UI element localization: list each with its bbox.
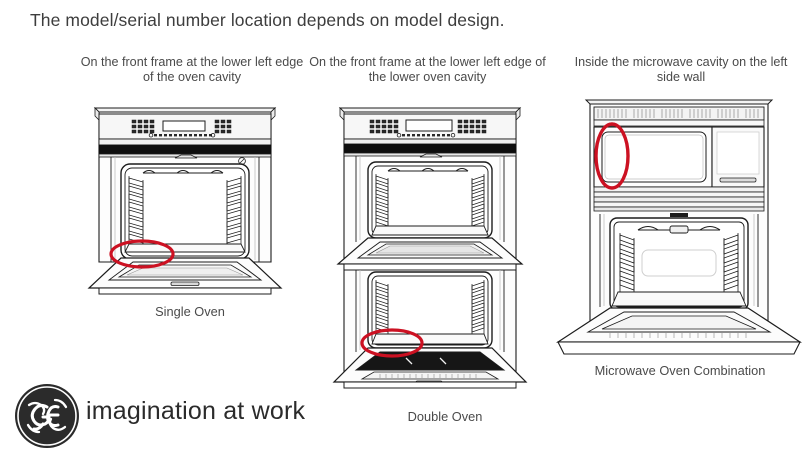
ge-monogram-logo bbox=[15, 384, 79, 448]
caption-microwave-combo: Inside the microwave cavity on the left … bbox=[574, 55, 788, 84]
single-oven-illustration bbox=[85, 92, 285, 297]
label-microwave-oven-combination: Microwave Oven Combination bbox=[594, 363, 766, 378]
caption-single-oven: On the front frame at the lower left edg… bbox=[80, 55, 304, 84]
caption-double-oven: On the front frame at the lower left edg… bbox=[309, 55, 546, 84]
ge-tagline: imagination at work bbox=[86, 397, 306, 425]
label-single-oven: Single Oven bbox=[155, 304, 225, 319]
page-title: The model/serial number location depends… bbox=[30, 10, 505, 30]
microwave-oven-combination-illustration bbox=[550, 92, 807, 360]
double-oven-highlight bbox=[360, 328, 424, 358]
double-oven-illustration bbox=[330, 92, 530, 402]
microwave-cavity-highlight bbox=[594, 122, 630, 190]
single-oven-highlight bbox=[109, 239, 175, 269]
ge-brand-block: imagination at work bbox=[14, 383, 306, 453]
label-double-oven: Double Oven bbox=[407, 409, 483, 424]
